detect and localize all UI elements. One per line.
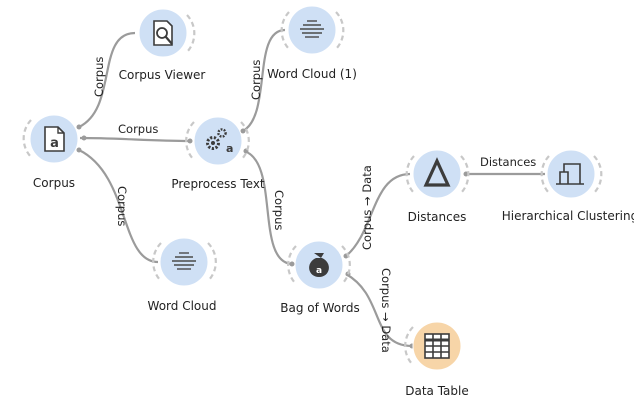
widget-label-bag-of-words: Bag of Words — [280, 301, 360, 315]
port-dot — [289, 261, 295, 267]
widget-ring — [460, 155, 470, 194]
widget-ring — [240, 121, 250, 161]
link-label-preprocess-wordcloud1: Corpus — [249, 60, 263, 100]
widget-preprocess-text[interactable]: a — [185, 116, 250, 166]
gears-icon: a — [206, 128, 233, 155]
link-bow-datatable[interactable] — [345, 273, 413, 348]
link-label-distances-clustering: Distances — [480, 155, 536, 169]
word-cloud-icon — [300, 20, 324, 38]
link-label-corpus-preprocess: Corpus — [118, 122, 158, 136]
widget-ring — [207, 242, 217, 282]
port-dot — [240, 128, 246, 134]
widget-ring — [287, 245, 297, 285]
widget-ring — [185, 121, 195, 161]
widget-ring — [540, 155, 550, 194]
link-bow-distances[interactable] — [345, 172, 411, 257]
link-preprocess-wordcloud1[interactable] — [242, 28, 286, 132]
bag-icon: a — [309, 253, 329, 277]
link-label-corpus-viewer: Corpus — [92, 57, 106, 97]
widget-word-cloud-1[interactable] — [280, 5, 345, 55]
link-label-bow-distances: Corpus → Data — [360, 165, 374, 250]
widget-label-hierarchical-clustering: Hierarchical Clustering — [501, 209, 634, 223]
link-preprocess-bow[interactable] — [243, 149, 293, 266]
port-dot — [76, 124, 82, 130]
widget-hierarchical-clustering[interactable] — [540, 149, 603, 199]
widget-body — [159, 237, 209, 287]
link-corpus-wordcloud[interactable] — [78, 149, 159, 264]
svg-text:a: a — [226, 142, 233, 155]
svg-text:a: a — [316, 266, 322, 276]
link-label-bow-datatable: Corpus → Data — [379, 268, 393, 353]
port-dot — [81, 135, 87, 141]
dendrogram-icon — [556, 163, 584, 185]
widget-ring — [22, 119, 32, 158]
widget-label-word-cloud: Word Cloud — [147, 299, 217, 313]
widget-label-corpus-viewer: Corpus Viewer — [118, 68, 206, 82]
widget-bag-of-words[interactable]: a — [287, 240, 351, 290]
word-cloud-icon — [172, 252, 196, 270]
widget-ring — [341, 245, 351, 285]
widget-word-cloud[interactable] — [152, 237, 217, 287]
widget-ring — [405, 155, 415, 194]
widget-ring — [152, 242, 162, 282]
svg-text:a: a — [50, 136, 59, 151]
widget-ring — [280, 11, 290, 50]
widget-label-preprocess-text: Preprocess Text — [171, 177, 265, 191]
widget-ring — [404, 326, 414, 366]
widget-label-distances: Distances — [407, 210, 467, 224]
document-icon: a — [44, 126, 65, 152]
widget-distances[interactable] — [405, 149, 470, 199]
link-corpus-preprocess[interactable] — [79, 136, 191, 143]
widget-ring — [593, 155, 603, 194]
widget-label-corpus: Corpus — [32, 176, 76, 190]
widget-ring — [186, 14, 196, 53]
port-dot — [76, 147, 82, 153]
document-search-icon — [153, 20, 173, 46]
link-corpus-viewer[interactable] — [78, 31, 136, 128]
widget-corpus[interactable]: a — [22, 114, 79, 164]
link-label-corpus-wordcloud: Corpus — [115, 186, 129, 226]
table-icon — [424, 333, 450, 359]
link-label-preprocess-bow: Corpus — [272, 190, 286, 230]
widget-corpus-viewer[interactable] — [138, 8, 196, 58]
widget-label-word-cloud-1: Word Cloud (1) — [267, 67, 357, 81]
widget-label-data-table: Data Table — [405, 384, 469, 398]
widget-data-table[interactable] — [404, 321, 462, 371]
widget-ring — [335, 11, 345, 50]
widget-body — [287, 5, 337, 55]
delta-icon — [423, 157, 451, 187]
port-dot — [187, 138, 193, 144]
widget-body — [546, 149, 596, 199]
